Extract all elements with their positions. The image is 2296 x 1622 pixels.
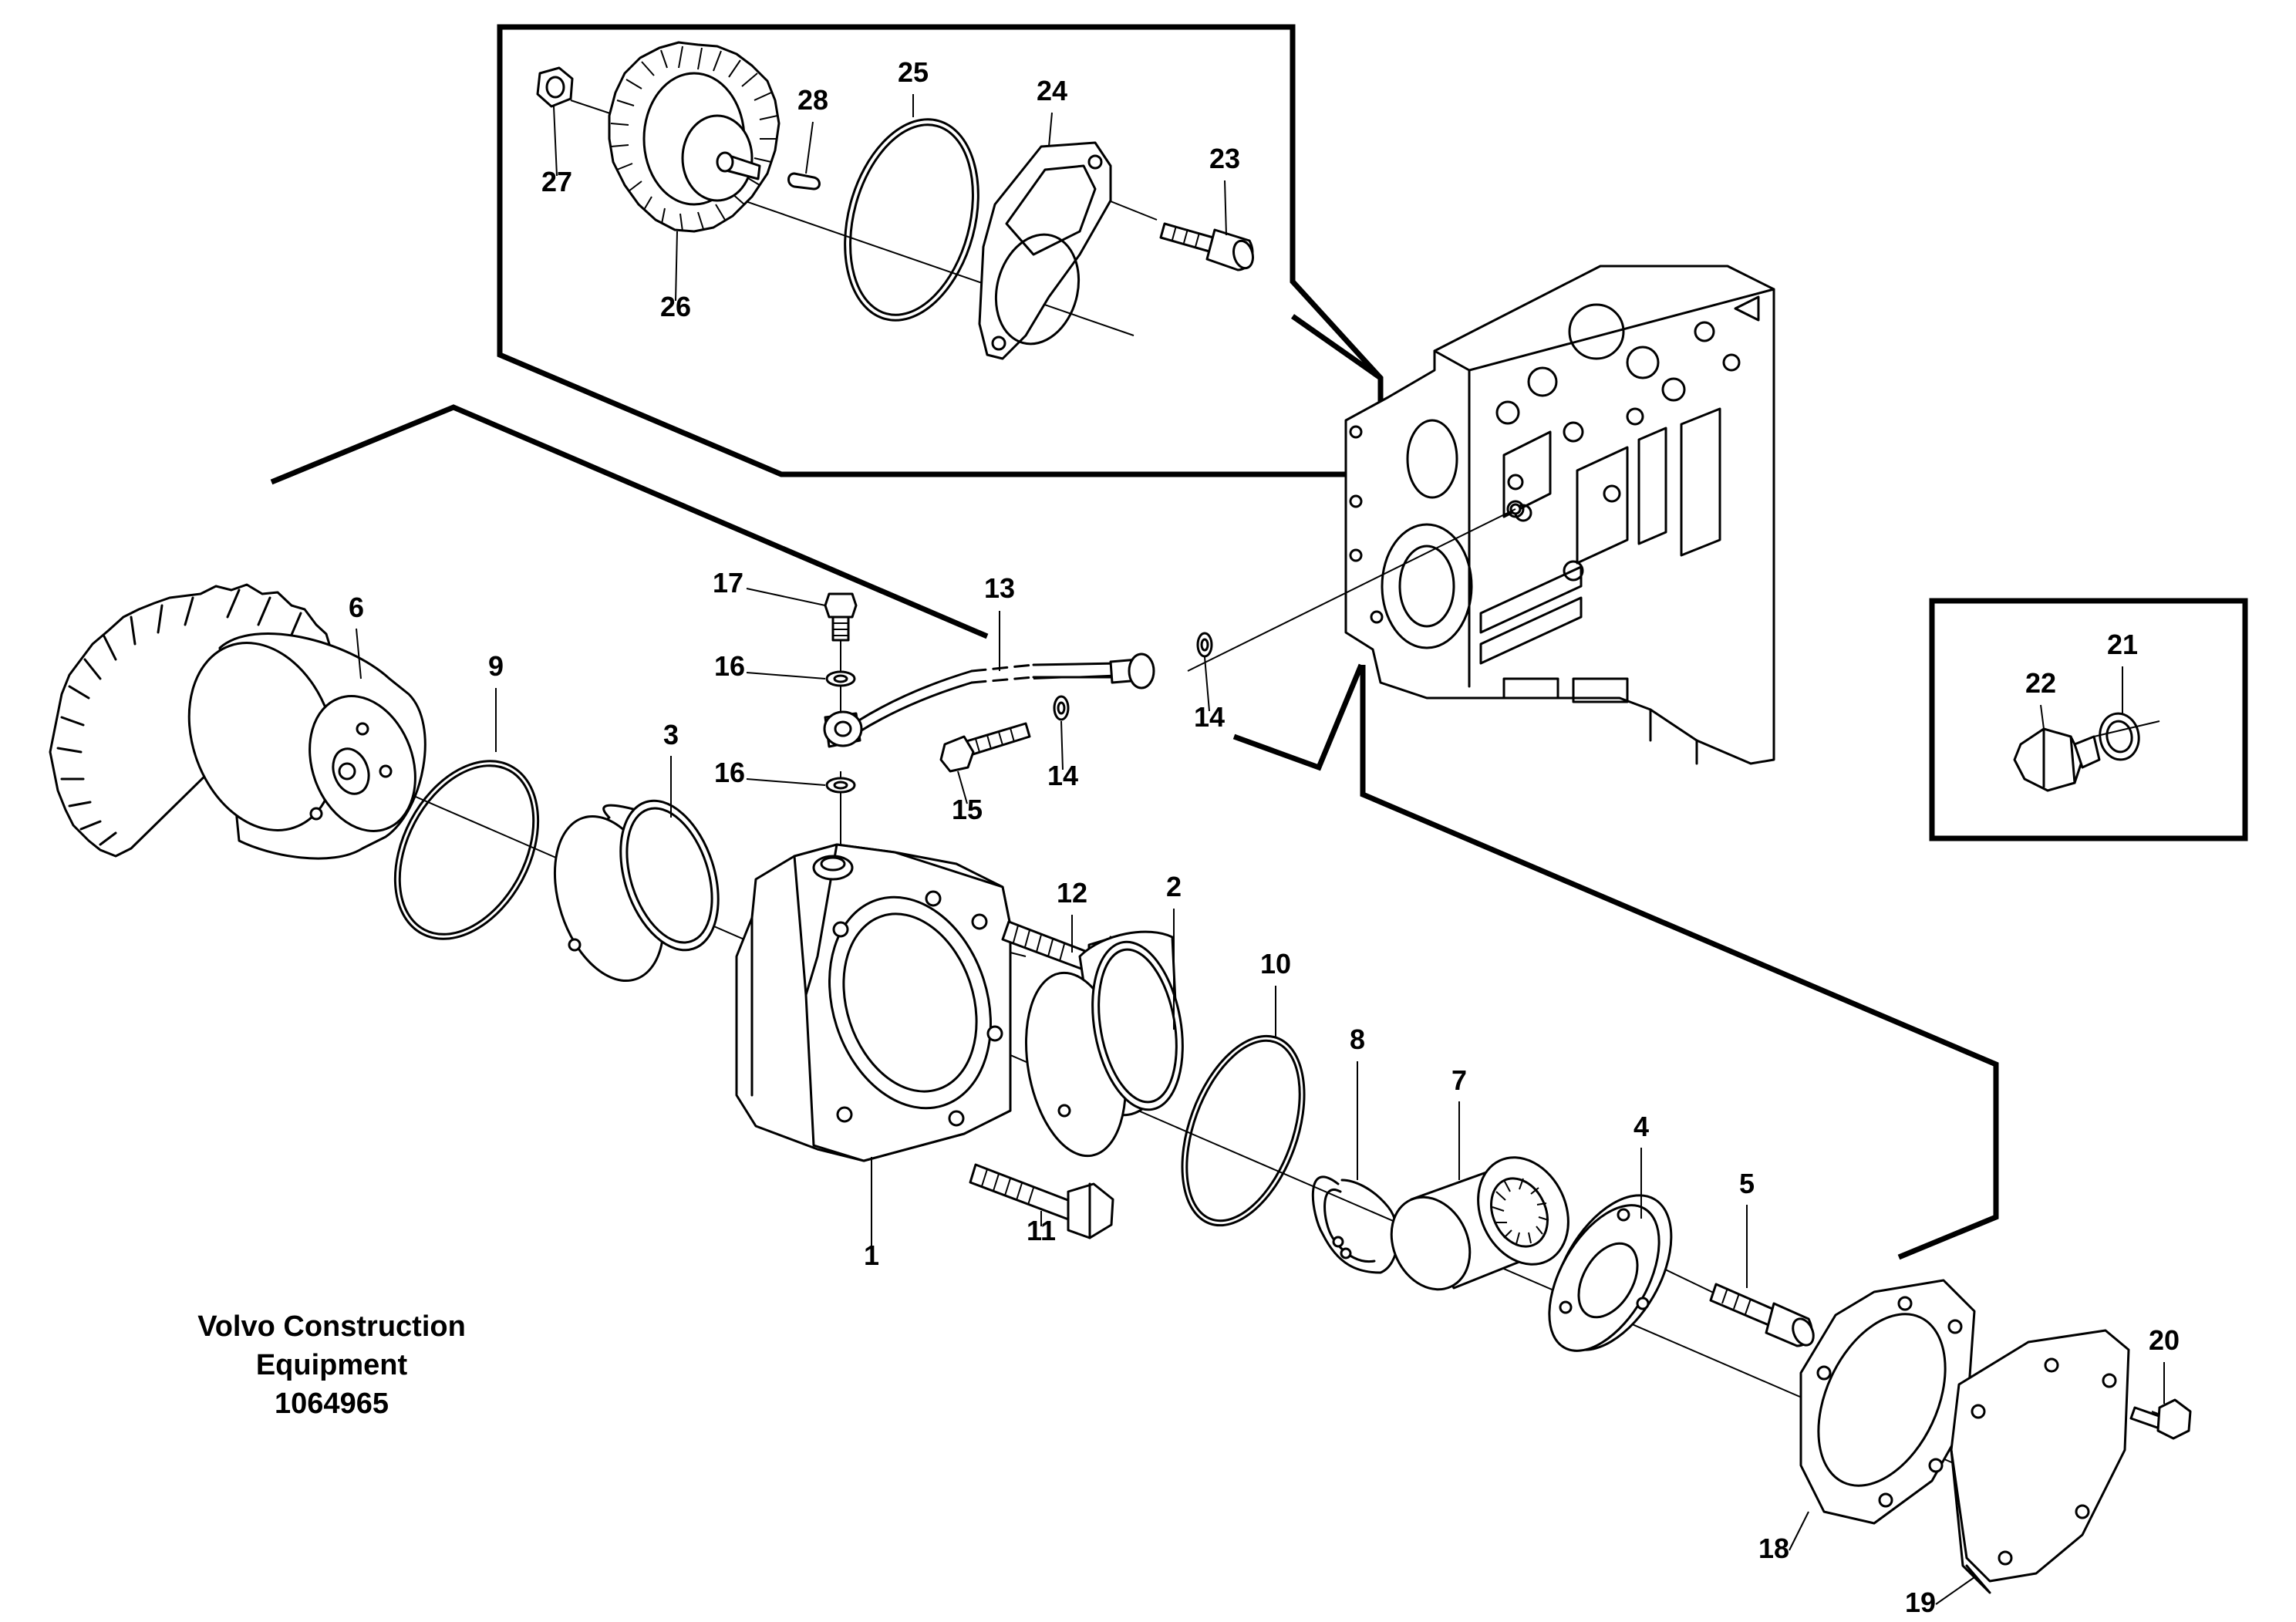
part-7-coupler (1390, 1156, 1569, 1291)
part-24-gasket (978, 141, 1112, 360)
part-label-p19: 19 (1905, 1587, 1936, 1618)
part-17-banjo-bolt (824, 592, 858, 642)
part-3-bushing (553, 799, 720, 983)
detail-inset-right (1929, 598, 2248, 841)
part-label-p25: 25 (898, 56, 929, 88)
part-label-p16a: 16 (714, 650, 745, 682)
part-label-p27: 27 (541, 166, 572, 197)
part-16-washer-bottom (825, 777, 856, 794)
part-25-o-ring (844, 118, 979, 322)
part-6-idler-gear (49, 583, 426, 860)
engine-block (1344, 265, 1775, 765)
part-label-p26: 26 (660, 291, 691, 322)
part-14-washer-lower (1053, 695, 1070, 721)
part-26-gear (608, 41, 781, 233)
part-label-p22: 22 (2025, 667, 2056, 699)
part-label-p28: 28 (797, 84, 828, 116)
part-2-sleeve (1024, 930, 1184, 1158)
part-label-p2: 2 (1166, 871, 1182, 902)
caption-company: Volvo Construction (197, 1310, 466, 1343)
part-label-p20: 20 (2149, 1324, 2180, 1356)
part-label-p21: 21 (2107, 629, 2138, 660)
part-label-p15: 15 (952, 794, 983, 825)
part-10-o-ring (1181, 1034, 1306, 1227)
part-label-p18: 18 (1758, 1533, 1789, 1564)
part-23-cap-screw (1159, 222, 1254, 271)
part-20-bolt (2129, 1398, 2192, 1440)
part-label-p23: 23 (1209, 143, 1240, 174)
part-28-key (787, 172, 821, 191)
part-label-p16b: 16 (714, 757, 745, 788)
leader-lines (356, 94, 2165, 1605)
part-label-p14a: 14 (1047, 760, 1078, 791)
part-number-labels: 1234567891011121314141516161718192021222… (349, 56, 2180, 1618)
part-label-p10: 10 (1260, 948, 1291, 980)
part-label-p6: 6 (349, 592, 364, 623)
part-22-plug (2013, 727, 2101, 792)
caption-drawing-number: 1064965 (275, 1388, 389, 1420)
part-label-p4: 4 (1633, 1111, 1649, 1142)
caption-block: Volvo Construction Equipment 1064965 (93, 1307, 571, 1423)
part-label-p3: 3 (663, 719, 679, 750)
part-11-bolt (969, 1163, 1114, 1239)
part-label-p5: 5 (1739, 1168, 1755, 1199)
part-label-p11: 11 (1027, 1215, 1056, 1246)
part-label-p7: 7 (1451, 1064, 1467, 1096)
part-label-p1: 1 (864, 1239, 879, 1271)
part-1-pump-housing (735, 843, 1012, 1162)
part-18-gasket (1799, 1279, 1976, 1525)
caption-equipment: Equipment (255, 1349, 408, 1381)
part-27-nut (536, 66, 574, 108)
part-8-snap-ring (1311, 1175, 1399, 1274)
part-14-washer-upper (1196, 632, 1213, 658)
assembly-bracket (270, 404, 1999, 1260)
part-5-cap-screw (1709, 1283, 1815, 1347)
part-13-pipe (823, 653, 1155, 748)
part-label-p9: 9 (488, 650, 504, 682)
part-19-cover (1950, 1329, 2130, 1594)
part-label-p14b: 14 (1194, 701, 1225, 733)
part-4-plate (1548, 1194, 1673, 1352)
part-label-p13: 13 (984, 572, 1015, 604)
part-label-p24: 24 (1037, 75, 1067, 106)
part-label-p8: 8 (1350, 1023, 1365, 1055)
part-label-p17: 17 (713, 567, 743, 599)
part-label-p12: 12 (1057, 877, 1087, 909)
part-9-o-ring (393, 760, 540, 940)
part-16-washer-top (825, 670, 856, 687)
part-15-bolt (939, 722, 1031, 773)
part-21-sealing-ring (2099, 712, 2140, 761)
